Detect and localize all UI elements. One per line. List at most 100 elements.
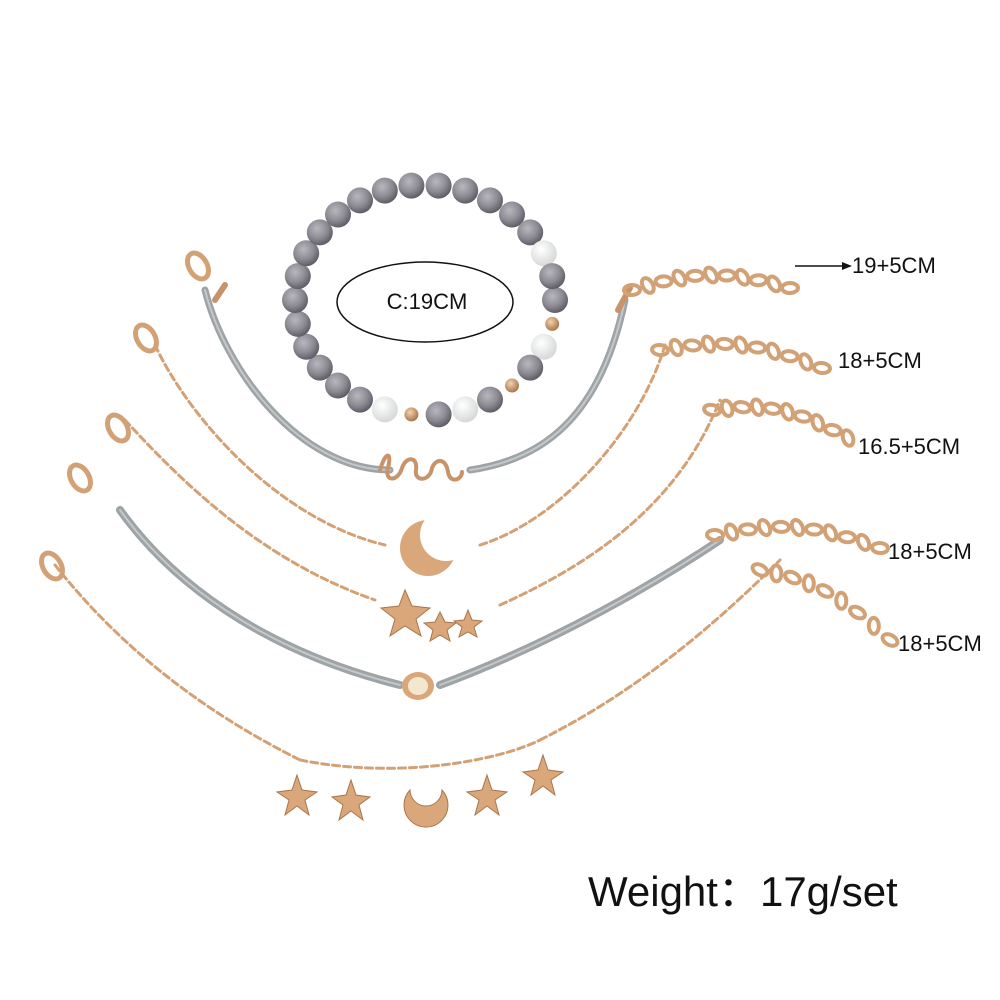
beaded-bracelet [282, 172, 568, 428]
bead [505, 378, 519, 393]
chain-link [783, 569, 802, 586]
chain-link [650, 342, 670, 358]
chain-link [682, 338, 703, 353]
chain-link [848, 604, 867, 621]
chain-link [747, 340, 768, 355]
chain-link [815, 583, 835, 599]
bead [452, 396, 479, 423]
chain-link [834, 590, 849, 611]
chain-link [780, 280, 800, 296]
bead [306, 354, 333, 381]
chain-link [812, 360, 832, 376]
bead [425, 401, 452, 428]
chain-link [822, 422, 843, 438]
bead [530, 333, 557, 360]
chain-link [810, 413, 826, 433]
opal-cord-bracelet [116, 506, 724, 689]
chain-link [792, 409, 813, 424]
chain-link [789, 517, 806, 538]
crescent-moon-pendant [400, 509, 472, 576]
chain-link [880, 632, 900, 648]
chain-link [749, 397, 765, 417]
bead [530, 240, 557, 267]
length-label-4: 18+5CM [888, 539, 972, 564]
chain-link [771, 519, 791, 534]
length-label-5: 18+5CM [898, 631, 982, 656]
chain-link [750, 562, 770, 578]
bead [284, 310, 311, 337]
bead [347, 386, 373, 413]
bead [539, 263, 566, 290]
chain-link [701, 334, 717, 354]
chain-link [798, 352, 814, 372]
chain-link [734, 267, 751, 287]
length-label-1: 19+5CM [852, 253, 936, 278]
bead [325, 372, 351, 399]
chain-link [780, 402, 795, 422]
bead [477, 187, 503, 214]
bead [542, 287, 568, 313]
lobster-clasps [39, 250, 211, 582]
chain-link [685, 268, 706, 283]
bead [282, 287, 308, 313]
chain-link [866, 615, 881, 636]
star-pendants [379, 588, 484, 643]
bead [404, 407, 419, 422]
bead [452, 177, 479, 204]
extension-chains [622, 265, 900, 648]
chain-link [840, 428, 856, 448]
chain-link [738, 522, 758, 537]
bead [517, 354, 544, 381]
love-cord-bracelet [201, 282, 633, 482]
bead [325, 201, 351, 228]
chain-link [668, 337, 684, 358]
chain-link [837, 530, 857, 545]
chain-link [870, 540, 890, 556]
length-label-3: 16.5+5CM [858, 434, 961, 459]
bead [347, 187, 373, 214]
chain-link [703, 265, 719, 285]
chain-link [765, 341, 781, 361]
weight-label: Weight：17g/set [588, 868, 898, 915]
bead [371, 396, 398, 423]
chain-link [723, 522, 740, 542]
bead [425, 172, 452, 199]
circumference-oval [336, 261, 514, 343]
chain-link [732, 400, 753, 415]
bead [371, 177, 398, 204]
bead [293, 333, 320, 360]
bead [284, 263, 311, 290]
bead [545, 316, 560, 331]
length-label-2: 18+5CM [838, 348, 922, 373]
chain-link [855, 532, 872, 552]
chain-link [762, 401, 783, 416]
bead [398, 172, 425, 199]
dangling-charms [275, 753, 565, 828]
circumference-label: C:19CM [386, 289, 468, 314]
chain-link [756, 518, 773, 538]
chain-link [622, 282, 642, 298]
opal-stone [402, 672, 434, 700]
bead [499, 201, 525, 228]
bead [306, 219, 333, 246]
chain-link [733, 335, 749, 355]
bead [293, 240, 320, 267]
chain-link [804, 522, 824, 537]
chain-link [714, 336, 735, 351]
arrow-icon [795, 262, 852, 270]
chain-link [748, 273, 769, 288]
bead [477, 386, 503, 413]
bead [517, 219, 544, 246]
chain-link [766, 274, 783, 294]
chain-link [719, 398, 735, 419]
chain-link [639, 276, 656, 295]
chain-link [769, 563, 784, 584]
chain-bracelets [53, 343, 782, 770]
chain-link [801, 573, 816, 594]
chain-link [705, 527, 725, 543]
chain-link [716, 268, 737, 283]
chain-link [653, 274, 674, 289]
chain-link [702, 402, 722, 418]
chain-link [822, 523, 839, 543]
